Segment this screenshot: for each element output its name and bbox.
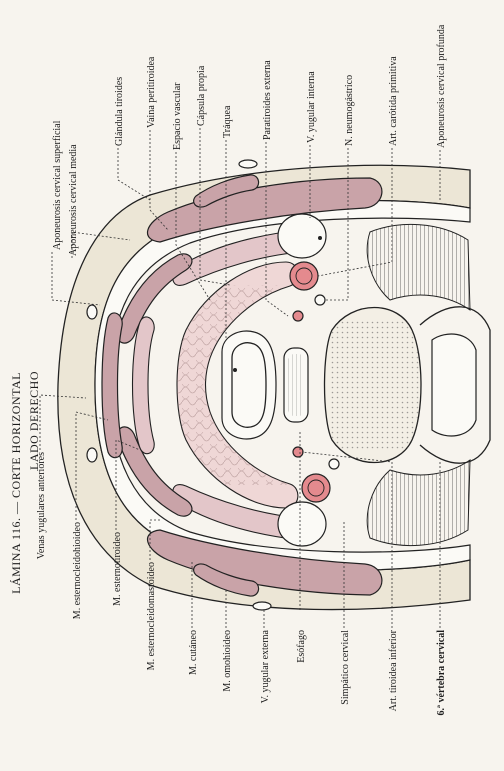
label-sternohyoid: M. esternocleidohioideo (72, 522, 83, 619)
external-jugular-vein-upper (239, 160, 257, 168)
label-cervical-sympathetic: Simpático cervical (340, 630, 351, 705)
prevertebral-muscle-lower (367, 460, 470, 546)
label-aponeurosis-superficial: Aponeurosis cervical superficial (52, 120, 63, 250)
internal-jugular-vein-lower (278, 502, 326, 546)
label-sternocleidomastoid: M. esternocleidomastoideo (146, 562, 157, 670)
label-sternothyroid: M. esternotiroideo (112, 532, 123, 606)
label-aponeurosis-media: Aponeurosis cervical media (68, 144, 79, 256)
spinal-canal (432, 334, 476, 436)
external-jugular-vein-lower (253, 602, 271, 610)
label-inferior-thyroid-artery: Art. tiroidea inferior (388, 629, 399, 711)
label-proper-capsule: Cápsula propia (196, 65, 207, 126)
label-esophagus: Esófago (296, 630, 307, 663)
sternohyoid-anterior (102, 313, 122, 458)
label-aponeurosis-profunda: Aponeurosis cervical profunda (436, 24, 447, 148)
inferior-thyroid-artery-upper (293, 311, 303, 321)
label-anterior-jugular-veins: Venas yugulares anteriores (36, 452, 47, 559)
label-vagus-nerve: N. neumogástrico (344, 75, 355, 146)
anterior-jugular-vein-upper (87, 305, 97, 319)
sternothyroid-anterior (133, 317, 155, 454)
inferior-thyroid-artery-lower (293, 447, 303, 457)
label-internal-jugular: V. yugular interna (306, 71, 317, 143)
label-trachea: Tráquea (222, 105, 233, 138)
label-omohyoid: M. omohioideo (222, 630, 233, 692)
label-thyroid-gland: Glándula tiroides (114, 77, 125, 146)
trachea-wall (222, 331, 276, 439)
prevertebral-muscle-upper (367, 224, 470, 310)
common-carotid-artery-lower (302, 474, 330, 502)
vagus-nerve-lower (329, 459, 339, 469)
label-perithyroid-sheath: Vaina peritiroidea (146, 56, 157, 128)
label-external-parathyroid: Paratiroides externa (262, 60, 273, 140)
anterior-jugular-vein-lower (87, 448, 97, 462)
label-external-jugular: V. yugular externa (260, 629, 271, 703)
plate-title: LÁMINA 116. — CORTE HORIZONTAL (9, 372, 23, 594)
label-platysma: M. cutáneo (188, 630, 199, 675)
common-carotid-artery-upper (290, 262, 318, 290)
vagus-nerve-upper (315, 295, 325, 305)
label-sixth-cervical-vertebra: 6.ª vértebra cervical (436, 630, 447, 716)
label-vascular-space: Espacio vascular (172, 82, 183, 150)
label-common-carotid: Art. carótida primitiva (388, 56, 399, 146)
internal-jugular-vein-upper (278, 214, 326, 258)
